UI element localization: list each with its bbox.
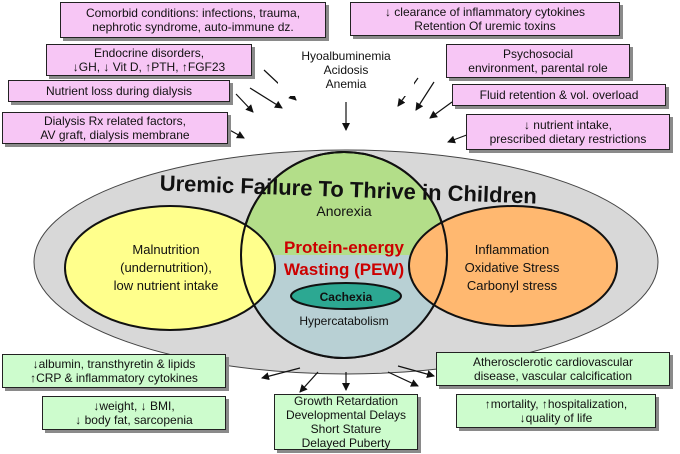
weight-bmi-box: ↓weight, ↓ BMI, ↓ body fat, sarcopenia [42, 396, 226, 430]
atherosclerotic-box: Atherosclerotic cardiovascular disease, … [436, 352, 670, 386]
albumin-line-1: ↓albumin, transthyretin & lipids [32, 357, 196, 371]
mortality-box: ↑mortality, ↑hospitalization, ↓quality o… [456, 394, 656, 428]
hypoalbuminemia-line-2: Acidosis [323, 63, 369, 77]
nutrient-intake-line-2: prescribed dietary restrictions [489, 132, 647, 146]
psychosocial-line-1: Psychosocial [502, 47, 574, 61]
cachexia-ellipse [290, 282, 402, 310]
hypercatabolism-label: Hypercatabolism [299, 314, 388, 328]
clearance-line-1: ↓ clearance of inflammatory cytokines [384, 5, 586, 19]
atherosclerotic-line-1: Atherosclerotic cardiovascular [472, 355, 634, 369]
growth-line-1: Growth Retardation [293, 394, 399, 408]
growth-line-2: Developmental Delays [285, 408, 407, 422]
psychosocial-line-2: environment, parental role [468, 61, 608, 75]
comorbid-line-1: Comorbid conditions: infections, trauma, [85, 6, 301, 20]
cytokine-clearance-box: ↓ clearance of inflammatory cytokines Re… [350, 2, 620, 36]
hypoalbuminemia-box: Hyoalbuminemia Acidosis Anemia [278, 44, 414, 96]
mortality-line-1: ↑mortality, ↑hospitalization, [484, 397, 628, 411]
pew-line-1: Protein-energy [284, 238, 405, 257]
fluid-line-1: Fluid retention & vol. overload [479, 88, 639, 102]
nutrient-loss-box: Nutrient loss during dialysis [8, 80, 230, 102]
dialysis-rx-line-2: AV graft, dialysis membrane [40, 128, 190, 142]
albumin-line-2: ↑CRP & inflammatory cytokines [30, 371, 198, 385]
nutrient-intake-box: ↓ nutrient intake, prescribed dietary re… [466, 114, 670, 150]
mortality-line-2: ↓quality of life [519, 411, 593, 425]
hypoalbuminemia-line-3: Anemia [325, 77, 367, 91]
nutrient-loss-line-1: Nutrient loss during dialysis [45, 84, 193, 98]
malnutrition-line-2: (undernutrition), [120, 260, 212, 275]
malnutrition-line-3: low nutrient intake [114, 278, 219, 293]
atherosclerotic-line-2: disease, vascular calcification [473, 369, 633, 383]
comorbid-line-2: nephrotic syndrome, auto-immune dz. [92, 20, 294, 34]
inflammation-line-3: Carbonyl stress [467, 278, 558, 293]
comorbid-conditions-box: Comorbid conditions: infections, trauma,… [60, 2, 326, 38]
nutrient-intake-line-1: ↓ nutrient intake, [523, 118, 613, 132]
hypoalbuminemia-line-1: Hyoalbuminemia [301, 49, 391, 63]
growth-retardation-box: Growth Retardation Developmental Delays … [274, 394, 418, 450]
inflammation-line-2: Oxidative Stress [465, 260, 560, 275]
malnutrition-line-1: Malnutrition [132, 242, 199, 257]
weight-line-2: ↓ body fat, sarcopenia [75, 413, 193, 427]
inflammation-ellipse [408, 205, 618, 327]
albumin-crp-box: ↓albumin, transthyretin & lipids ↑CRP & … [2, 354, 226, 388]
output-arrows [261, 365, 435, 393]
malnutrition-ellipse [64, 205, 276, 331]
fluid-retention-box: Fluid retention & vol. overload [452, 84, 666, 106]
inflammation-line-1: Inflammation [475, 242, 549, 257]
dialysis-rx-box: Dialysis Rx related factors, AV graft, d… [2, 112, 228, 144]
dialysis-rx-line-1: Dialysis Rx related factors, [43, 114, 187, 128]
pew-line-2: Wasting (PEW) [284, 260, 404, 279]
endocrine-disorders-box: Endocrine disorders, ↓GH, ↓ Vit D, ↑PTH,… [46, 44, 252, 76]
growth-line-3: Short Stature [310, 422, 382, 436]
endocrine-line-1: Endocrine disorders, [93, 46, 205, 60]
anorexia-label: Anorexia [316, 203, 371, 219]
psychosocial-box: Psychosocial environment, parental role [446, 44, 630, 78]
endocrine-line-2: ↓GH, ↓ Vit D, ↑PTH, ↑FGF23 [72, 60, 226, 74]
clearance-line-2: Retention Of uremic toxins [414, 19, 556, 33]
weight-line-1: ↓weight, ↓ BMI, [93, 399, 175, 413]
cachexia-label: Cachexia [320, 290, 373, 304]
growth-line-4: Delayed Puberty [301, 436, 391, 450]
